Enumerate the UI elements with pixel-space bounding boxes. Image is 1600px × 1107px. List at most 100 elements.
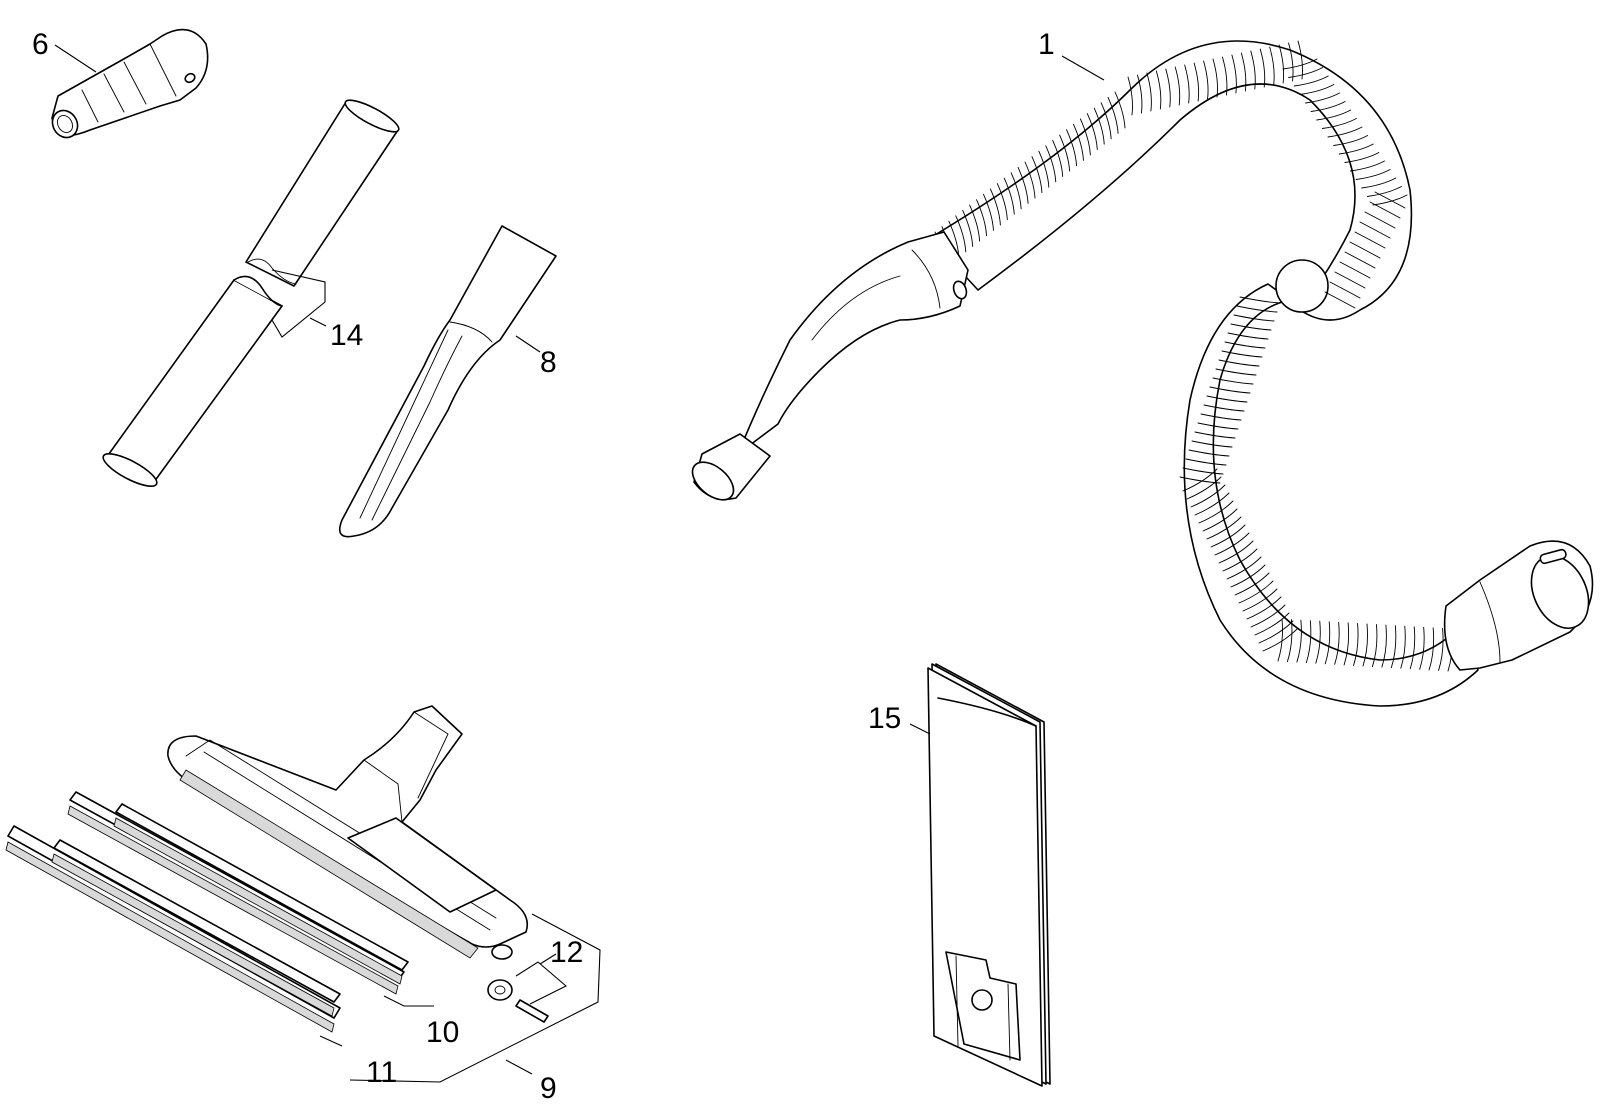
hose-ring [1221, 56, 1228, 96]
hose-ring [1198, 500, 1234, 524]
hose-ring [1003, 177, 1015, 215]
hose-ring [1259, 48, 1266, 88]
hose-ring [1202, 508, 1238, 532]
hose-ring [1369, 201, 1401, 219]
hose-ring [1136, 74, 1143, 114]
hose-ring [1086, 113, 1098, 150]
hose-ring [1354, 231, 1386, 249]
crevice-nozzle [338, 225, 557, 538]
callout-12: 12 [550, 936, 583, 969]
hose-ring [1324, 621, 1331, 665]
hose-ring [1438, 627, 1444, 671]
hose-ring [1293, 75, 1329, 87]
hose-ring [1079, 118, 1091, 156]
hose-ring [1240, 52, 1247, 92]
hose-ring [1315, 620, 1321, 664]
callout-6: 6 [32, 28, 49, 61]
hose-ring [1218, 540, 1254, 564]
hose-ring [1409, 626, 1416, 670]
hose-ring [1428, 627, 1435, 671]
hose-ring [1359, 221, 1391, 239]
leader-1 [1061, 55, 1105, 81]
hose-corrugation [934, 40, 1453, 672]
hose-ring [1203, 60, 1209, 100]
hose-ring [1182, 467, 1224, 475]
hose-ring [1017, 166, 1029, 204]
hose-ring [1400, 625, 1406, 669]
hose-ring [1299, 84, 1335, 95]
hose-ring [1222, 548, 1258, 572]
hose-ring [1210, 524, 1246, 548]
hose-ring [1184, 64, 1190, 104]
hose-ring [1188, 449, 1230, 457]
hose-ring [1231, 54, 1237, 94]
callout-11: 11 [366, 1056, 397, 1089]
hose-ring [1215, 368, 1257, 376]
hose-ring [1146, 72, 1152, 112]
hose-ring [1349, 241, 1381, 259]
hose-ring [1212, 377, 1254, 385]
hose-ring [1218, 359, 1260, 367]
hose-ring [1155, 70, 1162, 110]
filter-bags [927, 663, 1051, 1087]
hose-ring [1214, 532, 1250, 556]
hose-ring [1305, 620, 1312, 664]
hose-ring [976, 199, 987, 237]
brush-strips [67, 791, 409, 995]
hose-ring [1238, 580, 1274, 604]
hose-ring [1282, 58, 1318, 70]
reducer-adapter [51, 28, 209, 139]
hose-ring [1045, 145, 1057, 183]
callout-14: 14 [330, 319, 363, 352]
hose-ring [1066, 129, 1077, 167]
leader-9 [505, 1059, 533, 1075]
hose-ring [1344, 251, 1376, 269]
hose-ring [1316, 109, 1352, 121]
hose-ring [969, 204, 981, 242]
hose-ring [1250, 50, 1256, 90]
leader-6 [54, 44, 97, 73]
hose-ring [989, 188, 1001, 226]
hose-ring [1190, 484, 1226, 508]
hose-ring [1193, 62, 1200, 102]
hose-ring [1288, 42, 1294, 82]
hose-ring [1327, 126, 1363, 138]
hose-ring [1093, 107, 1105, 145]
hose-ring [1230, 323, 1272, 331]
hose-ring [1059, 134, 1071, 172]
suction-tubes [102, 99, 400, 487]
hose-ring [1361, 177, 1397, 189]
hose-ring [1343, 622, 1350, 666]
floor-nozzle [167, 705, 529, 960]
callout-9: 9 [540, 1072, 557, 1105]
hose-ring [1390, 625, 1397, 669]
hose-ring [1038, 150, 1050, 188]
hose-ring [1174, 66, 1181, 106]
hose-ring [962, 210, 974, 247]
callout-1: 1 [1038, 28, 1055, 61]
hose-ring [1278, 44, 1285, 84]
hose-ring [1297, 40, 1303, 80]
leader-10 [383, 995, 434, 1007]
hose-ring [1381, 624, 1387, 668]
leader-8 [515, 335, 541, 353]
hose-ring [1333, 135, 1369, 146]
wheel-set [487, 979, 549, 1023]
hose-ring [1364, 211, 1396, 229]
hose-ring [1350, 160, 1385, 172]
hose-ring [1362, 623, 1368, 667]
hose-ring [1355, 169, 1391, 180]
leader-14-bracket [271, 269, 326, 338]
hose-ring [1234, 572, 1270, 596]
hose-ring [1250, 604, 1286, 628]
hose-ring [1031, 156, 1043, 194]
hose-ring [1236, 305, 1278, 313]
hose-ring [1269, 46, 1275, 86]
callout-10: 10 [426, 1016, 459, 1049]
callout-15: 15 [868, 702, 901, 735]
hose-ring [1258, 620, 1294, 644]
hose-ring [1329, 281, 1361, 299]
hose-ring [1114, 91, 1126, 129]
hose-ring [1107, 96, 1119, 134]
hose-ring [1246, 596, 1282, 620]
